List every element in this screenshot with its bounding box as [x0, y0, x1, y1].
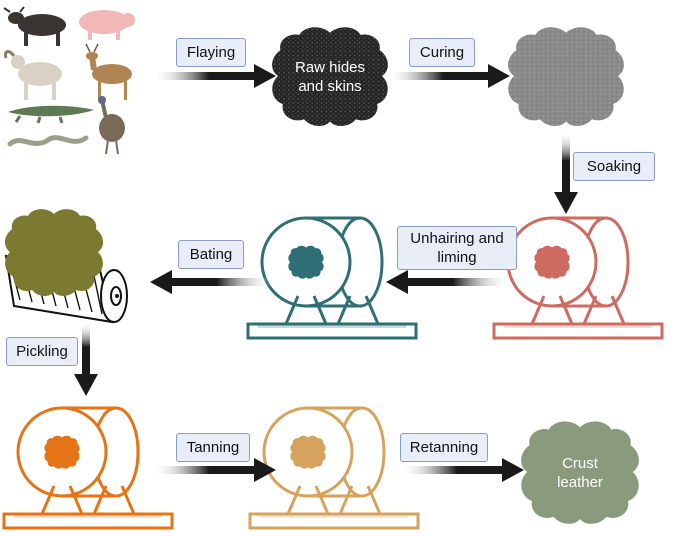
crocodile-icon	[8, 105, 94, 124]
arrow-soaking	[554, 132, 578, 214]
pickling-label: Pickling	[6, 337, 78, 366]
tanning-drum-icon	[248, 406, 420, 530]
soaking-label: Soaking	[573, 152, 655, 181]
drum-hide-icon	[44, 435, 80, 469]
drum-hide-icon	[534, 245, 570, 279]
cow-icon	[3, 6, 66, 46]
tanning-label: Tanning	[176, 433, 250, 462]
cured-hide-icon	[508, 27, 624, 126]
drum-part	[492, 322, 664, 340]
snake-icon	[7, 135, 89, 147]
pig-icon	[79, 10, 135, 40]
drum-part	[246, 322, 418, 340]
deer-icon	[85, 43, 132, 100]
flaying-label: Flaying	[176, 38, 246, 67]
bating-label: Bating	[178, 240, 244, 269]
drum-part	[504, 324, 652, 328]
arrow-flaying	[152, 64, 276, 88]
drum-hide-icon	[288, 245, 324, 279]
arrow-pickling	[74, 322, 98, 396]
drum-part	[2, 512, 174, 530]
animals-group	[3, 6, 135, 155]
curing-label: Curing	[409, 38, 475, 67]
crust-leather-label: Crust leather	[557, 455, 603, 491]
drum-part	[530, 295, 626, 325]
drum-part	[284, 295, 380, 325]
bating-roller-icon	[4, 209, 128, 324]
raw-hides-label: Raw hides and skins	[294, 59, 366, 95]
soaking-drum-icon	[492, 216, 664, 340]
arrow-bating	[150, 270, 274, 294]
retanning-label: Retanning	[400, 433, 488, 462]
pickling-drum-icon	[2, 406, 174, 530]
emu-icon	[98, 96, 125, 155]
drum-part	[286, 485, 382, 515]
drum-part	[260, 514, 408, 518]
bating-hide-icon	[4, 209, 104, 296]
drum-part	[248, 512, 420, 530]
goat-icon	[4, 50, 62, 100]
drum-part	[40, 485, 136, 515]
unhairing-label: Unhairing and liming	[397, 226, 517, 270]
arrow-retanning	[400, 458, 524, 482]
arrow-tanning	[152, 458, 276, 482]
drum-part	[14, 514, 162, 518]
arrow-curing	[386, 64, 510, 88]
drum-part	[258, 324, 406, 328]
drum-hide-icon	[290, 435, 326, 469]
liming-drum-icon	[246, 216, 418, 340]
arrow-unhairing	[386, 270, 510, 294]
